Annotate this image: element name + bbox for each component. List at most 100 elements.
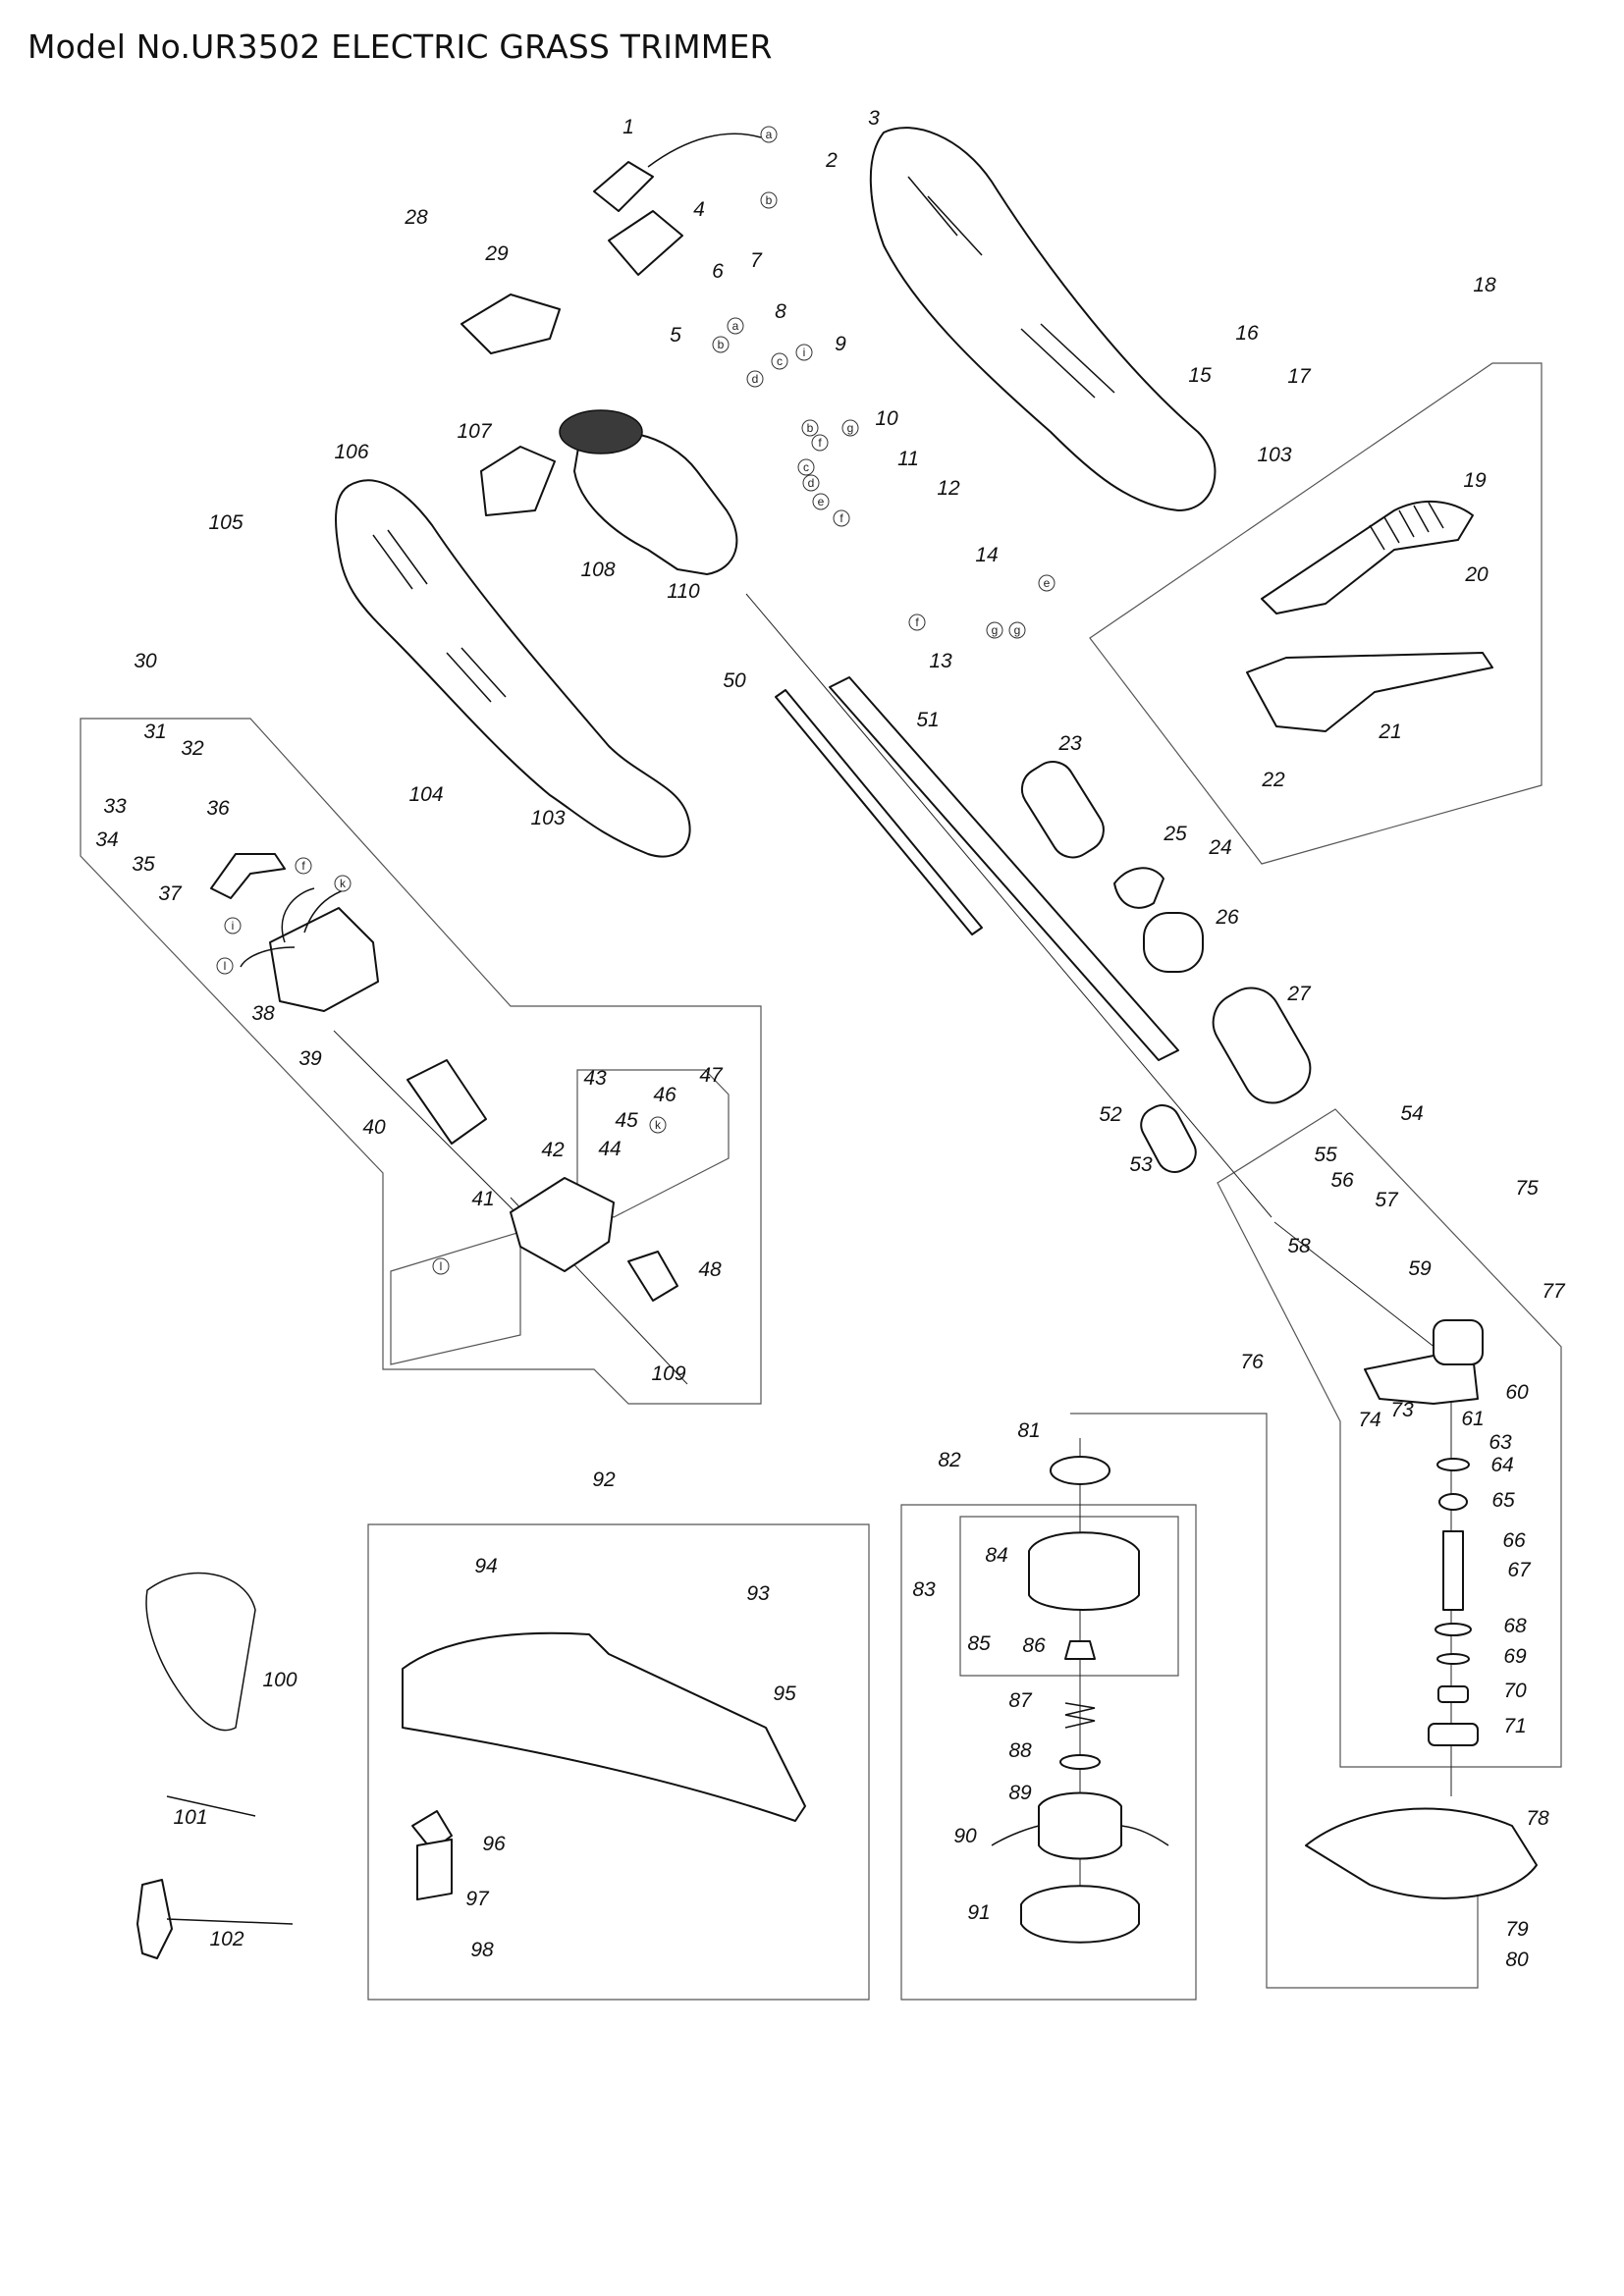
part-label-61: 61 — [1461, 1408, 1484, 1430]
motor-fan — [559, 409, 643, 454]
part-label-58: 58 — [1287, 1235, 1311, 1257]
part-label-19: 19 — [1463, 469, 1487, 492]
wire-letter-text: f — [839, 511, 843, 525]
part-label-107: 107 — [457, 420, 492, 443]
shaft-spacer-26 — [1143, 912, 1204, 973]
shoulder-strap-100 — [145, 1572, 256, 1732]
wire-letter-f: f — [833, 509, 850, 527]
part-label-77: 77 — [1542, 1280, 1566, 1303]
part-label-82: 82 — [938, 1449, 961, 1471]
part-label-67: 67 — [1507, 1559, 1532, 1581]
part-label-31: 31 — [143, 721, 166, 743]
wire-letter-text: i — [232, 919, 235, 933]
wire-letter-d: d — [746, 370, 764, 388]
group-box-83 — [959, 1516, 1179, 1677]
part-label-28: 28 — [404, 206, 428, 229]
part-label-73: 73 — [1390, 1399, 1414, 1421]
group-box-92 — [367, 1523, 870, 2001]
part-label-70: 70 — [1503, 1680, 1527, 1702]
part-label-59: 59 — [1408, 1257, 1432, 1280]
part-label-92: 92 — [592, 1468, 616, 1491]
switch-cover — [460, 294, 561, 354]
hex-rod-101 — [166, 1795, 256, 1817]
wire-letter-text: k — [655, 1118, 662, 1132]
head-bearings-stack — [1428, 1458, 1479, 1746]
part-label-37: 37 — [158, 882, 183, 905]
wire-letter-text: f — [301, 859, 305, 873]
bearing-holder-48 — [627, 1251, 678, 1302]
wire-letter-text: c — [803, 460, 809, 474]
part-label-52: 52 — [1099, 1103, 1122, 1126]
part-label-1: 1 — [623, 116, 634, 138]
wire-letter-a: a — [760, 126, 778, 143]
housing-right-half — [869, 127, 1217, 511]
part-label-25: 25 — [1163, 823, 1187, 845]
part-label-47: 47 — [699, 1064, 724, 1087]
shaft-tubes — [775, 676, 1179, 1061]
part-label-50: 50 — [723, 669, 746, 692]
part-label-108: 108 — [580, 559, 615, 581]
part-label-88: 88 — [1008, 1739, 1032, 1762]
wire-letter-circle — [833, 509, 850, 527]
part-label-11: 11 — [897, 448, 919, 470]
wire-letter-text: e — [818, 495, 825, 508]
switch-trigger — [480, 446, 556, 516]
wire-letter-circle — [760, 191, 778, 209]
wire-letter-text: d — [752, 372, 759, 386]
part-label-80: 80 — [1505, 1949, 1529, 1971]
motor-housing-42 — [510, 1177, 615, 1272]
part-label-21: 21 — [1378, 721, 1401, 743]
part-label-16: 16 — [1235, 322, 1259, 345]
part-label-48: 48 — [698, 1258, 722, 1281]
part-label-103b: 103 — [530, 807, 565, 829]
part-label-34: 34 — [95, 828, 118, 851]
wire-letter-circle — [649, 1116, 667, 1134]
part-label-20: 20 — [1464, 563, 1489, 586]
shaft-clamp-25 — [1113, 867, 1164, 909]
part-label-40: 40 — [362, 1116, 386, 1139]
wire-letter-circle — [801, 419, 819, 437]
part-label-103a: 103 — [1257, 444, 1291, 466]
wrench-shank — [166, 1918, 294, 1925]
wire-letter-text: k — [340, 877, 347, 890]
part-label-104: 104 — [408, 783, 443, 806]
wire-letter-b: b — [801, 419, 819, 437]
part-label-84: 84 — [985, 1544, 1007, 1567]
part-label-5: 5 — [670, 324, 681, 347]
wire-letter-circle — [986, 621, 1003, 639]
part-label-54: 54 — [1400, 1102, 1423, 1125]
wire-letter-circle — [727, 317, 744, 335]
wire-letter-circle — [771, 352, 788, 370]
group-box-82 — [900, 1504, 1197, 2001]
part-label-30: 30 — [134, 650, 157, 672]
part-label-23: 23 — [1057, 732, 1082, 755]
spool-housing-84 — [1028, 1531, 1140, 1611]
group-box-18 — [1089, 362, 1543, 865]
part-label-78: 78 — [1526, 1807, 1549, 1830]
wire-letter-l: l — [216, 957, 234, 975]
wire-letter-circle — [224, 917, 242, 934]
part-label-7: 7 — [750, 249, 763, 272]
part-label-56: 56 — [1330, 1169, 1354, 1192]
wire-letter-g: g — [841, 419, 859, 437]
wire-letter-circle — [216, 957, 234, 975]
part-label-53: 53 — [1129, 1153, 1153, 1176]
trimmer-line-90 — [991, 1825, 1169, 1846]
part-label-101: 101 — [173, 1806, 207, 1829]
pad-98 — [416, 1838, 453, 1901]
wire-letter-text: b — [718, 338, 725, 351]
wire-letter-circle — [746, 370, 764, 388]
wire-letter-text: f — [915, 615, 919, 629]
part-label-3: 3 — [868, 107, 880, 130]
part-label-46: 46 — [653, 1084, 677, 1106]
wire-letter-circle — [795, 344, 813, 361]
group-box-30 — [80, 718, 762, 1405]
connector-line-60-78 — [1070, 1413, 1479, 1989]
wire-letter-f: f — [295, 857, 312, 875]
part-label-75: 75 — [1515, 1177, 1539, 1200]
wire-letter-circle — [797, 458, 815, 476]
part-label-89: 89 — [1008, 1782, 1032, 1804]
wire-letter-b: b — [712, 336, 730, 353]
